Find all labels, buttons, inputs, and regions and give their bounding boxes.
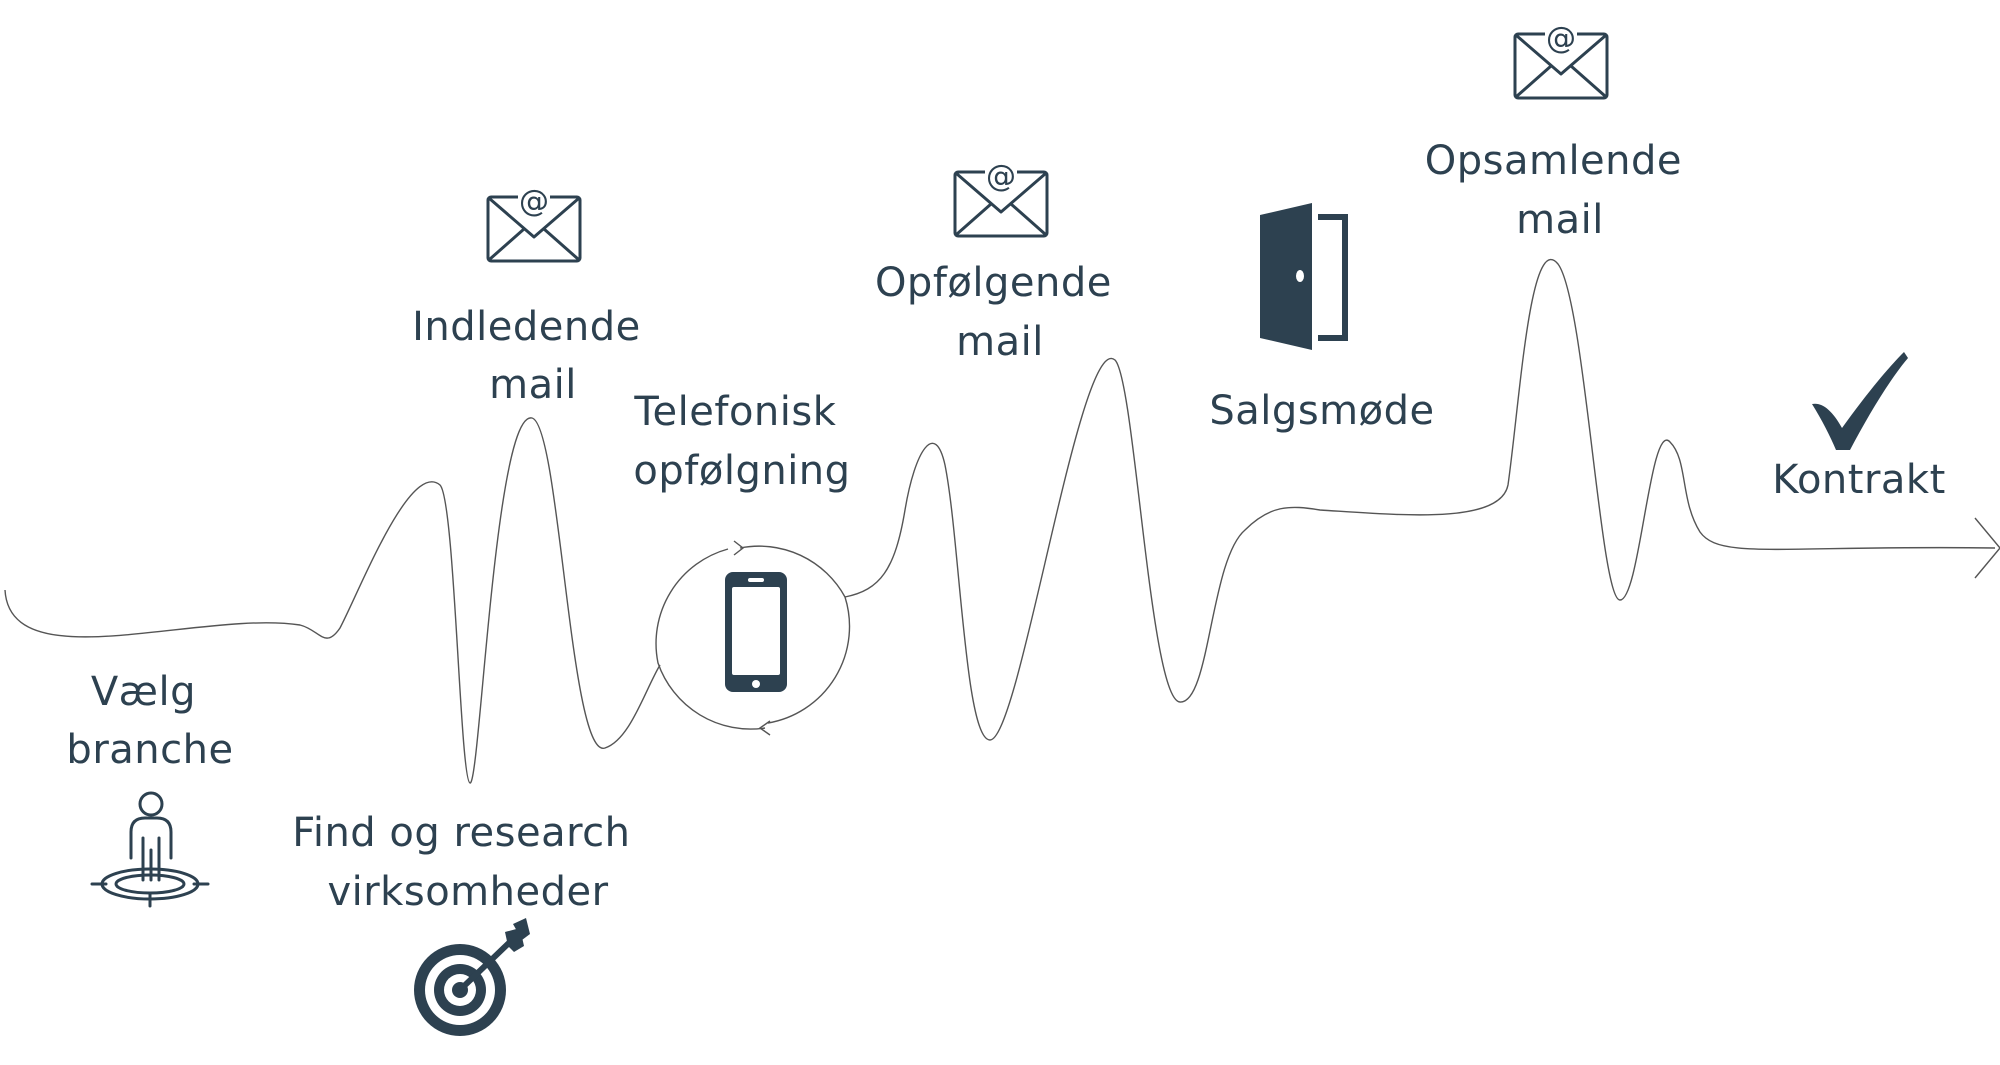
target-arrow-icon (414, 918, 530, 1036)
person-on-target-icon (90, 791, 210, 908)
step-vaelg-branche: Vælg branche (66, 669, 233, 908)
process-end-arrow (1974, 517, 2000, 579)
step-kontrakt: Kontrakt (1772, 352, 1946, 503)
phone-cycle-circle (655, 540, 851, 736)
process-wave-line-2 (844, 259, 1996, 741)
process-wave-line (4, 417, 661, 784)
step-telefonisk-opfoelgning: Telefonisk opfølgning (633, 389, 850, 692)
step-label: Telefonisk opfølgning (633, 389, 850, 494)
step-label: Indledende mail (412, 304, 654, 408)
step-label: Salgsmøde (1209, 388, 1434, 434)
email-icon (486, 182, 582, 263)
email-icon (1513, 19, 1609, 100)
step-salgsmoede: Salgsmøde (1209, 203, 1434, 434)
step-find-research: Find og research virksomheder (292, 810, 644, 1036)
step-opsamlende-mail: Opsamlende mail (1425, 19, 1695, 243)
step-opfoelgende-mail: Opfølgende mail (875, 157, 1125, 365)
step-label: Find og research virksomheder (292, 810, 644, 915)
checkmark-icon (1812, 352, 1908, 450)
step-indledende-mail: Indledende mail (412, 182, 654, 408)
door-icon (1260, 203, 1348, 350)
step-label: Opfølgende mail (875, 260, 1125, 365)
step-label: Kontrakt (1772, 457, 1946, 503)
email-icon (953, 157, 1049, 238)
step-label: Vælg branche (66, 669, 233, 773)
smartphone-icon (725, 572, 787, 692)
step-label: Opsamlende mail (1425, 138, 1695, 243)
